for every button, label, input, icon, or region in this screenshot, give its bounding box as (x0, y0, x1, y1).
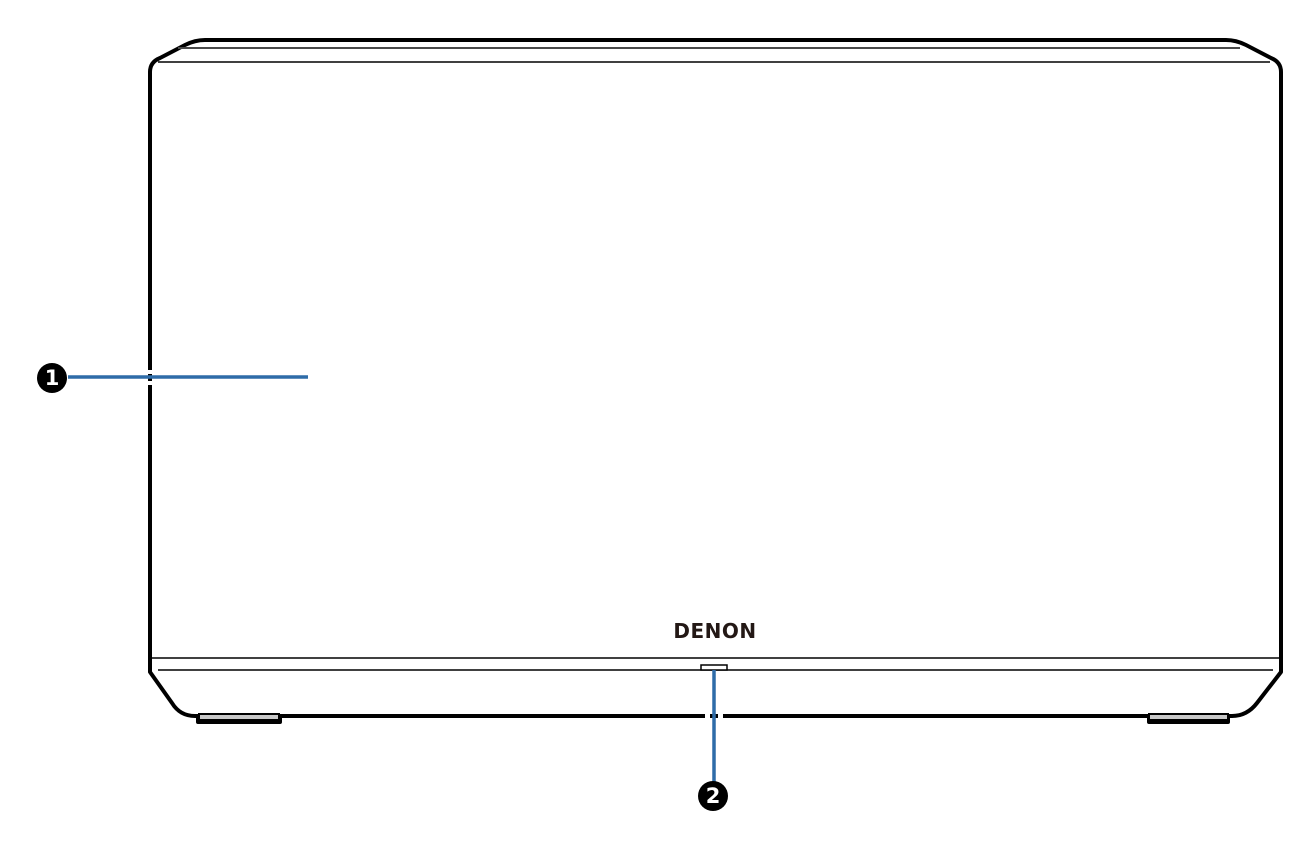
callout-marker-2: 2 (698, 781, 728, 811)
right-foot (1148, 713, 1229, 721)
speaker-body-outline (148, 38, 1283, 724)
brand-logo: DENON (673, 619, 757, 643)
status-indicator (700, 664, 728, 671)
left-foot (198, 713, 280, 721)
callout-marker-1: 1 (37, 363, 67, 393)
